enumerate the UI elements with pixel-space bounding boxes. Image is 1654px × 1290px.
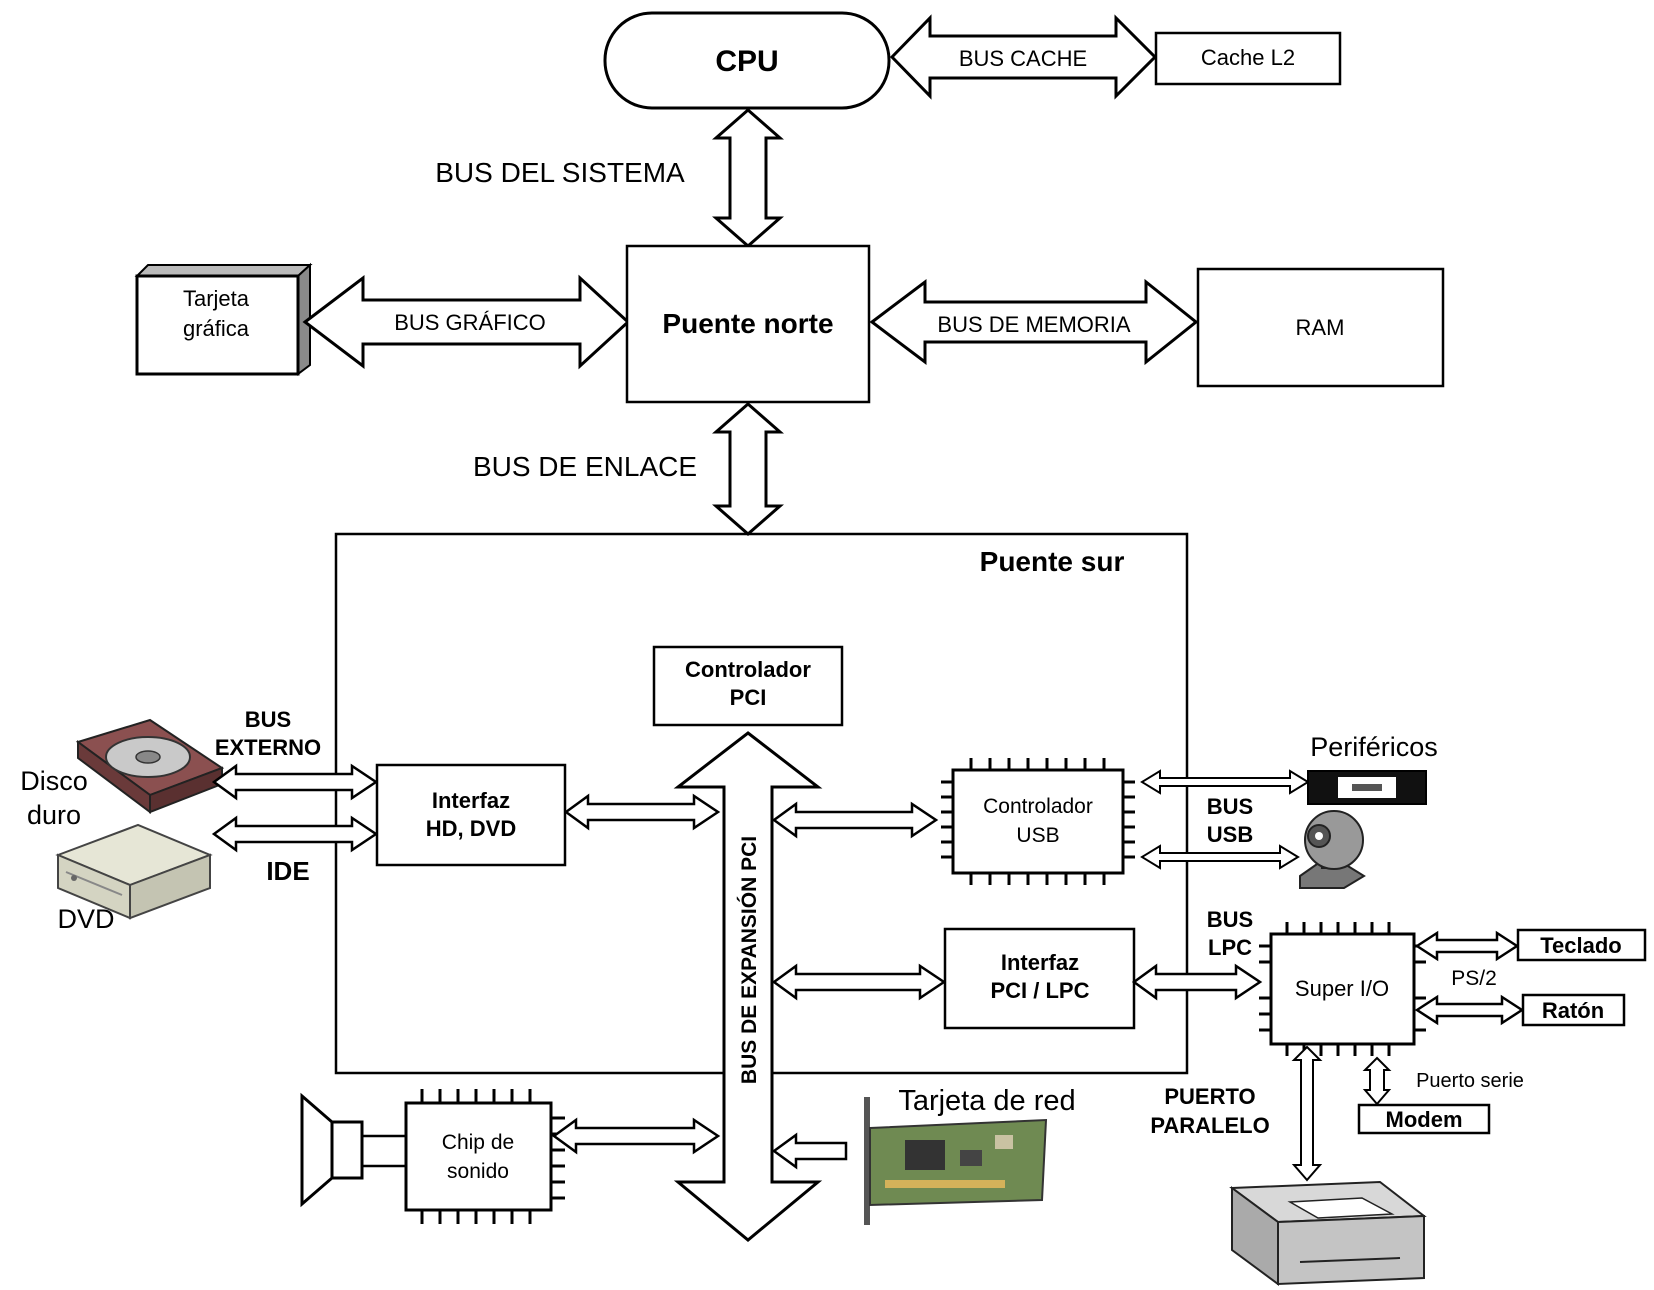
bus-externo-label-2: EXTERNO — [215, 735, 321, 760]
tarjeta-red-arrow — [771, 1132, 848, 1170]
cache-l2-block — [1154, 31, 1342, 86]
interfaz-hd-pci-arrow — [563, 793, 721, 831]
perifericos-label: Periféricos — [1310, 732, 1438, 762]
bus-memoria-arrow — [869, 278, 1199, 366]
tarjeta-grafica-block — [134, 262, 313, 376]
bus-lpc-label-2: LPC — [1208, 935, 1252, 960]
bus-grafico-label: BUS GRÁFICO — [394, 310, 546, 335]
puente-norte-label: Puente norte — [662, 308, 833, 339]
bus-sistema-label: BUS DEL SISTEMA — [435, 157, 685, 188]
bus-expansion-pci-label: BUS DE EXPANSIÓN PCI — [737, 836, 761, 1084]
bus-externo-label-1: BUS — [245, 707, 291, 732]
controlador-pci-label-1: Controlador — [685, 657, 811, 682]
ps2-raton-arrow — [1414, 994, 1525, 1026]
tarjeta-grafica-label-1: Tarjeta — [183, 286, 250, 311]
chip-sonido-chip — [404, 1089, 565, 1224]
super-io-label: Super I/O — [1295, 976, 1389, 1001]
ps2-teclado-arrow — [1414, 930, 1520, 962]
cpu-block — [603, 11, 891, 110]
super-io-chip — [1259, 922, 1426, 1056]
bus-cache-label: BUS CACHE — [959, 46, 1087, 71]
ide-label: IDE — [266, 856, 309, 886]
interfaz-pci-lpc-label-2: PCI / LPC — [990, 978, 1089, 1003]
interfaz-pci-lpc-block — [943, 927, 1136, 1030]
teclado-label: Teclado — [1540, 933, 1622, 958]
dvd-label: DVD — [57, 904, 114, 934]
ram-label: RAM — [1296, 315, 1345, 340]
interfaz-hd-dvd-label-1: Interfaz — [432, 788, 510, 813]
ram-block — [1196, 267, 1445, 388]
sonido-pci-arrow — [551, 1117, 721, 1155]
teclado-block — [1516, 928, 1647, 962]
puerto-serie-label: Puerto serie — [1416, 1070, 1524, 1092]
bus-sistema-arrow — [712, 108, 784, 248]
bus-memoria-label: BUS DE MEMORIA — [937, 312, 1130, 337]
raton-label: Ratón — [1542, 998, 1604, 1023]
bus-enlace-arrow — [712, 402, 784, 536]
cpu-label: CPU — [715, 45, 778, 78]
bus-externo-arrow-disco — [211, 763, 379, 801]
controlador-usb-chip — [941, 758, 1135, 885]
controlador-usb-label-1: Controlador — [983, 795, 1093, 818]
bus-externo-arrow-dvd — [211, 815, 379, 853]
disco-duro-icon — [75, 718, 225, 814]
tarjeta-red-label: Tarjeta de red — [898, 1085, 1075, 1117]
controlador-pci-block — [652, 645, 844, 727]
bus-usb-label-2: USB — [1207, 822, 1253, 847]
bus-lpc-arrow — [1131, 963, 1263, 1001]
interfaz-pci-lpc-label-1: Interfaz — [1001, 950, 1079, 975]
bus-expansion-pci-arrow — [673, 731, 823, 1242]
puerto-paralelo-label-2: PARALELO — [1150, 1113, 1269, 1138]
dvd-drive-icon — [55, 823, 213, 920]
webcam-icon — [1299, 810, 1366, 889]
speaker-icon — [300, 1092, 406, 1208]
disco-duro-label-1: Disco — [20, 766, 88, 796]
chip-sonido-label-1: Chip de — [442, 1131, 514, 1154]
puerto-paralelo-arrow — [1291, 1045, 1323, 1182]
disco-duro-label-2: duro — [27, 800, 81, 830]
pci-usb-arrow — [771, 801, 939, 839]
printer-icon — [1229, 1180, 1427, 1286]
ps2-label: PS/2 — [1451, 967, 1497, 990]
puerto-serie-arrow — [1362, 1056, 1392, 1106]
puerto-paralelo-label-1: PUERTO — [1164, 1084, 1255, 1109]
usb-stick-icon — [1307, 770, 1427, 805]
pci-lpc-arrow — [771, 963, 947, 1001]
interfaz-hd-dvd-block — [375, 763, 567, 867]
tarjeta-grafica-label-2: gráfica — [183, 316, 250, 341]
modem-block — [1357, 1103, 1491, 1135]
cache-l2-label: Cache L2 — [1201, 45, 1295, 70]
modem-label: Modem — [1386, 1107, 1463, 1132]
bus-lpc-label-1: BUS — [1207, 907, 1253, 932]
controlador-pci-label-2: PCI — [730, 685, 767, 710]
controlador-usb-label-2: USB — [1016, 824, 1059, 847]
network-card-icon — [864, 1097, 1048, 1225]
bus-usb-arrow-perifericos — [1140, 769, 1310, 795]
bus-usb-label-1: BUS — [1207, 794, 1253, 819]
bus-enlace-label: BUS DE ENLACE — [473, 451, 697, 482]
puente-norte-block — [625, 244, 871, 404]
interfaz-hd-dvd-label-2: HD, DVD — [426, 816, 516, 841]
raton-block — [1521, 993, 1626, 1027]
puente-sur-label: Puente sur — [980, 546, 1125, 577]
bus-usb-arrow-camera — [1140, 844, 1300, 870]
chip-sonido-label-2: sonido — [447, 1160, 509, 1183]
